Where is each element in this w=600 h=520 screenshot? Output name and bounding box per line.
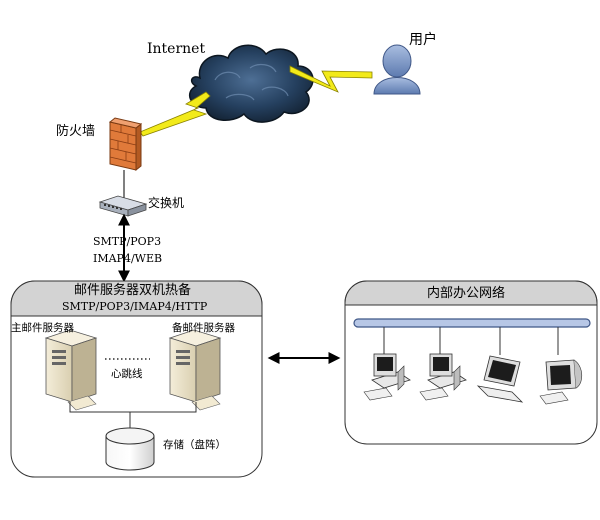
firewall-icon bbox=[108, 117, 143, 172]
protocols-line2: IMAP4/WEB bbox=[93, 252, 163, 265]
link-lightning-cloud-firewall bbox=[139, 91, 211, 137]
storage-label: 存储（盘阵） bbox=[163, 439, 226, 451]
crt-monitor-icon bbox=[539, 359, 583, 405]
lan-backbone bbox=[353, 318, 591, 328]
office-network-header bbox=[344, 280, 598, 306]
user-icon bbox=[373, 44, 421, 95]
backup-server-keyboard-icon bbox=[191, 395, 221, 411]
office-network-title: 内部办公网络 bbox=[427, 286, 506, 301]
internet-cloud-icon bbox=[188, 44, 314, 123]
primary-server-keyboard-icon bbox=[67, 395, 97, 411]
mail-cluster-header bbox=[10, 280, 263, 317]
backup-server-icon bbox=[168, 329, 222, 403]
primary-server-label: 主邮件服务器 bbox=[11, 322, 74, 334]
switch-label: 交换机 bbox=[148, 196, 185, 210]
link-lightning-cloud-user bbox=[289, 65, 373, 93]
firewall-label: 防火墙 bbox=[56, 124, 96, 139]
storage-disk-icon bbox=[105, 427, 155, 471]
desktop-pc-icon bbox=[363, 353, 411, 401]
internet-label: Internet bbox=[147, 41, 206, 57]
switch-icon bbox=[98, 195, 148, 217]
user-label: 用户 bbox=[409, 32, 437, 48]
mail-cluster-title: 邮件服务器双机热备 bbox=[74, 283, 192, 298]
primary-server-icon bbox=[44, 329, 98, 403]
heartbeat-label: 心跳线 bbox=[111, 368, 143, 380]
desktop-pc-icon bbox=[419, 353, 467, 401]
backup-server-label: 备邮件服务器 bbox=[172, 322, 235, 334]
protocols-line1: SMTP/POP3 bbox=[93, 235, 162, 248]
laptop-icon bbox=[476, 355, 524, 403]
link-servers-storage bbox=[69, 402, 197, 413]
mail-cluster-subtitle: SMTP/POP3/IMAP4/HTTP bbox=[62, 300, 208, 313]
